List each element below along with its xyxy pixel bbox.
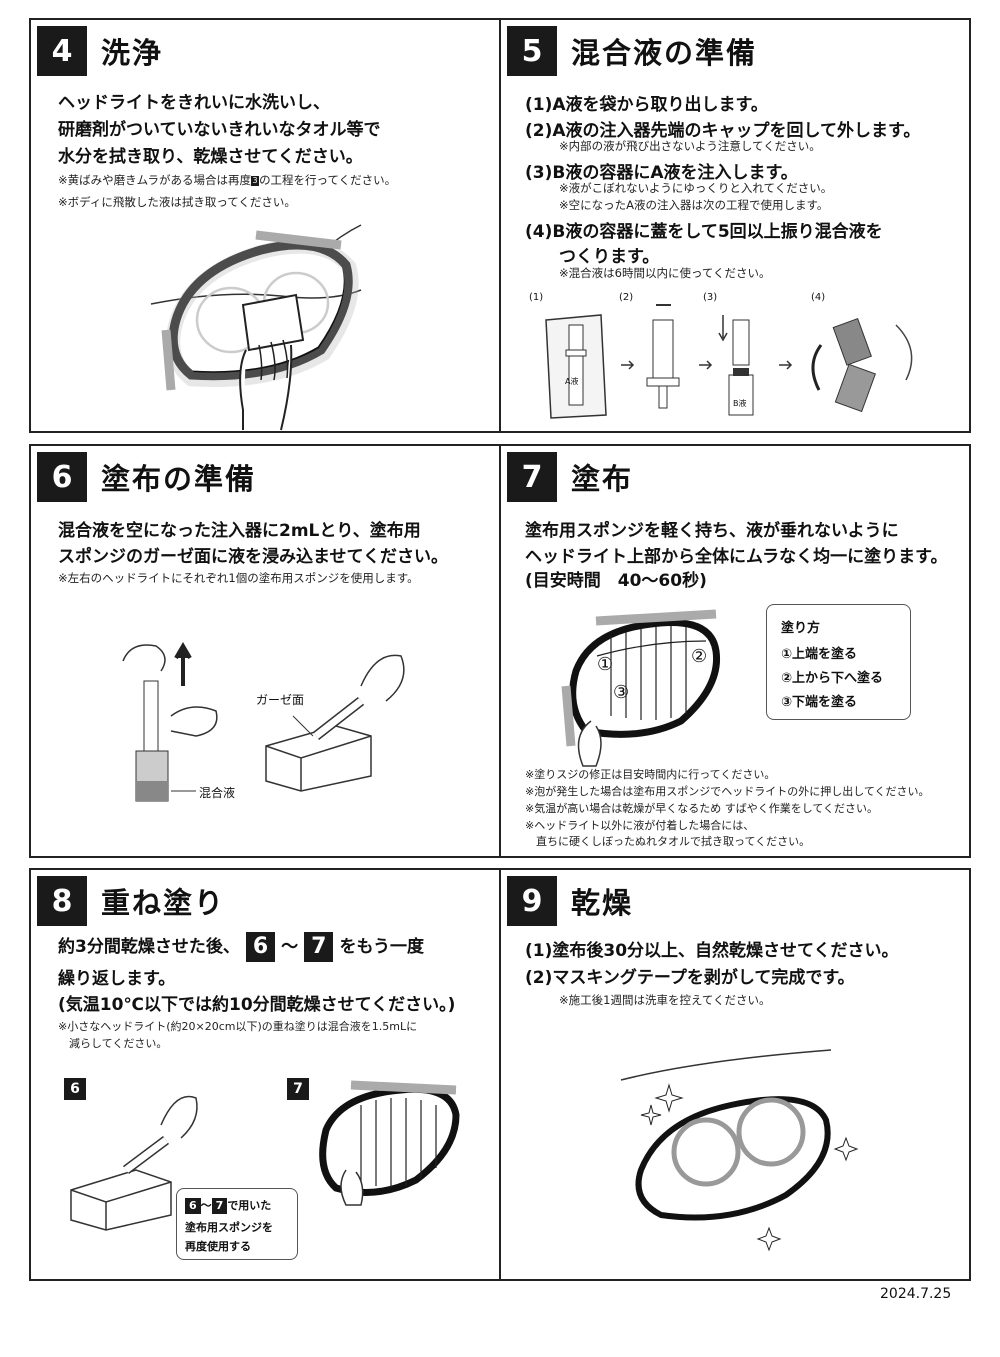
section-title: 塗布の準備 [101,462,257,496]
step-line: (2)マスキングテープを剥がして完成です。 [525,968,855,988]
instruction-line: スポンジのガーゼ面に液を浸み込ませてください。 [58,547,448,567]
step-number: 6 [37,452,87,502]
instruction-line: 混合液を空になった注入器に2mLとり、塗布用 [58,521,421,541]
gauze-label: ガーゼ面 [256,693,305,707]
section-title: 洗浄 [101,36,164,70]
note: ※気温が高い場合は乾燥が早くなるため すばやく作業をしてください。 [525,802,879,815]
note: 直ちに硬くしぼったぬれタオルで拭き取ってください。 [525,835,811,848]
note: ※施工後1週間は洗車を控えてください。 [559,993,771,1007]
mixing-illustration [545,304,913,419]
instruction-line: 水分を拭き取り、乾燥させてください。 [58,147,363,167]
figure-badge: 7 [287,1078,309,1100]
note: ※ヘッドライト以外に液が付着した場合には、 [525,819,755,832]
step-number: 7 [507,452,557,502]
step-line: (2)A液の注入器先端のキャップを回して外します。 [525,121,921,141]
note: ※内部の液が飛び出さないよう注意してください。 [559,139,821,153]
section-9-drying: 9 乾燥 (1)塗布後30分以上、自然乾燥させてください。 (2)マスキングテー… [499,868,971,1281]
document-date: 2024.7.25 [880,1286,952,1302]
callout-line: 塗布用スポンジを [185,1221,273,1234]
callout-item: ②上から下へ塗る [781,671,884,686]
marker-2: ② [691,646,708,667]
step-ref-badge: 3 [251,175,260,186]
section-title: 乾燥 [571,886,634,920]
step-number: 9 [507,876,557,926]
step-line: (3)B液の容器にA液を注入します。 [525,163,798,183]
section-5-mixing: 5 混合液の準備 (1)A液を袋から取り出します。 (2)A液の注入器先端のキャ… [499,18,971,433]
application-method-callout: 塗り方 ①上端を塗る ②上から下へ塗る ③下端を塗る [766,604,911,720]
note: 減らしてください。 [58,1037,168,1050]
step-number: 8 [37,876,87,926]
note: ※ボディに飛散した液は拭き取ってください。 [58,195,296,209]
figure-label: (1) [529,292,544,303]
instruction-line: 塗布用スポンジを軽く持ち、液が垂れないように [525,521,899,541]
callout-item: ③下端を塗る [781,695,858,710]
bottle-label: B液 [733,399,747,408]
mix-label: 混合液 [199,786,236,800]
recoat-illustration [70,1080,460,1231]
section-6-preparation: 6 塗布の準備 混合液を空になった注入器に2mLとり、塗布用 スポンジのガーゼ面… [29,444,501,858]
marker-1: ① [597,654,614,675]
marker-3: ③ [613,682,630,703]
figure-badge: 6 [64,1078,86,1100]
section-4-wash: 4 洗浄 ヘッドライトをきれいに水洗いし、 研磨剤がついていないきれいなタオル等… [29,18,501,433]
instruction-line: ヘッドライトをきれいに水洗いし、 [58,93,330,113]
step-line: つくります。 [559,247,660,267]
note: ※泡が発生した場合は塗布用スポンジでヘッドライトの外に押し出してください。 [525,785,930,798]
note: ※黄ばみや磨きムラがある場合は再度3の工程を行ってください。 [58,173,397,187]
section-7-application: 7 塗布 塗布用スポンジを軽く持ち、液が垂れないように ヘッドライト上部から全体… [499,444,971,858]
figure-label: (4) [811,292,826,303]
figure-label: (3) [703,292,718,303]
instruction-line: 繰り返します。 [58,969,176,989]
instruction-line: (目安時間 40〜60秒) [525,571,707,591]
note: ※混合液は6時間以内に使ってください。 [559,266,771,280]
callout-line: 再度使用する [185,1240,251,1253]
callout-item: ①上端を塗る [781,647,858,662]
section-title: 重ね塗り [101,886,226,920]
note: ※小さなヘッドライト(約20×20cm以下)の重ね塗りは混合液を1.5mLに [58,1020,418,1033]
figure-label: (2) [619,292,634,303]
step-number: 4 [37,26,87,76]
step-line: (1)A液を袋から取り出します。 [525,95,768,115]
step-number: 5 [507,26,557,76]
bag-label: A液 [565,377,579,386]
callout-title: 塗り方 [781,621,821,636]
step-ref-badge: 6 [245,932,276,962]
instruction-line: 研磨剤がついていないきれいなタオル等で [58,120,381,140]
step-line: (4)B液の容器に蓋をして5回以上振り混合液を [525,222,883,242]
note: ※左右のヘッドライトにそれぞれ1個の塗布用スポンジを使用します。 [58,571,419,585]
application-illustration [561,609,721,767]
instruction-line: ヘッドライト上部から全体にムラなく均一に塗ります。 [525,547,948,567]
section-title: 塗布 [571,462,634,496]
instruction-line: (気温10℃以下では約10分間乾燥させてください。) [58,995,456,1015]
section-title: 混合液の準備 [571,36,758,70]
note: ※液がこぼれないようにゆっくりと入れてください。 [559,181,833,195]
preparation-illustration [122,642,405,802]
drying-illustration [620,1049,859,1252]
note: ※塗りスジの修正は目安時間内に行ってください。 [525,768,776,781]
note: ※空になったA液の注入器は次の工程で使用します。 [559,198,829,212]
step-ref-badge: 7 [304,932,334,962]
wash-illustration [150,224,362,431]
step-line: (1)塗布後30分以上、自然乾燥させてください。 [525,941,899,961]
